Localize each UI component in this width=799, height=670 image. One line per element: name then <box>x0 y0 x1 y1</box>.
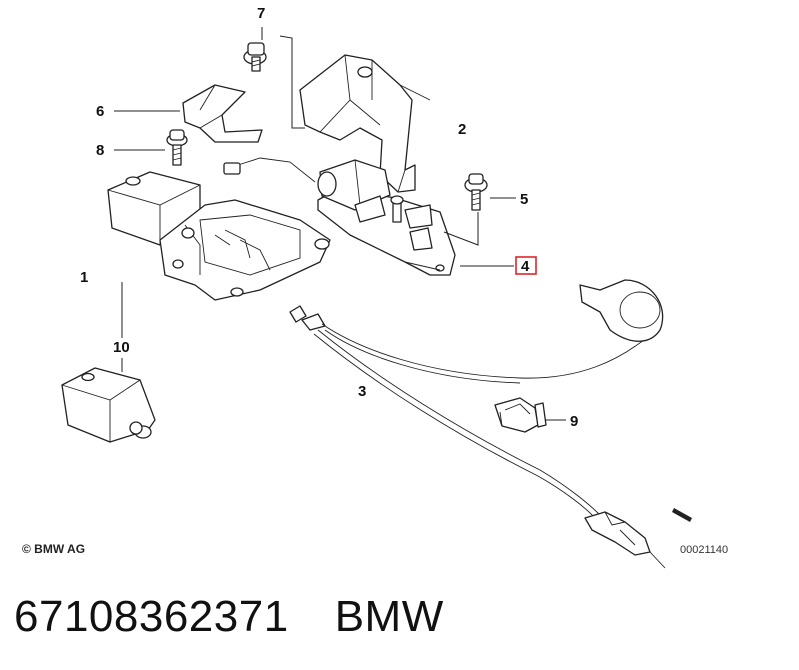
callout-4: 4 <box>521 258 530 275</box>
parts-diagram: 7 2 6 8 5 1 4 10 3 9 © BMW AG 00021140 <box>22 5 728 569</box>
part-8-screw <box>166 129 188 166</box>
callout-7: 7 <box>257 5 265 22</box>
part-caption: 67108362371 BMW <box>14 582 444 652</box>
callout-6: 6 <box>96 103 104 120</box>
leader-lines <box>114 27 566 421</box>
callout-4-highlight-box <box>515 256 537 275</box>
callout-1: 1 <box>80 269 88 286</box>
part-5-screw <box>464 173 488 211</box>
callout-9: 9 <box>570 413 578 430</box>
callout-10: 10 <box>113 339 130 356</box>
part-3-cable <box>289 279 692 569</box>
part-6-plate <box>182 84 263 143</box>
part-9-clip <box>494 397 547 433</box>
callout-8: 8 <box>96 142 104 159</box>
image-number: 00021140 <box>680 544 728 556</box>
part-2-bracket <box>299 54 431 193</box>
part-4-drive-unit <box>317 159 456 276</box>
callout-5: 5 <box>520 191 528 208</box>
brand-name: BMW <box>334 592 444 641</box>
part-7-screw <box>243 42 267 72</box>
part-10-actuator <box>61 367 156 443</box>
copyright-label: © BMW AG <box>22 542 85 556</box>
callout-2: 2 <box>458 121 466 138</box>
callout-3: 3 <box>358 383 366 400</box>
callout-labels: 7 2 6 8 5 1 4 10 3 9 <box>80 5 578 430</box>
part-1-lock-assembly <box>107 157 331 301</box>
part-number: 67108362371 <box>14 592 289 641</box>
